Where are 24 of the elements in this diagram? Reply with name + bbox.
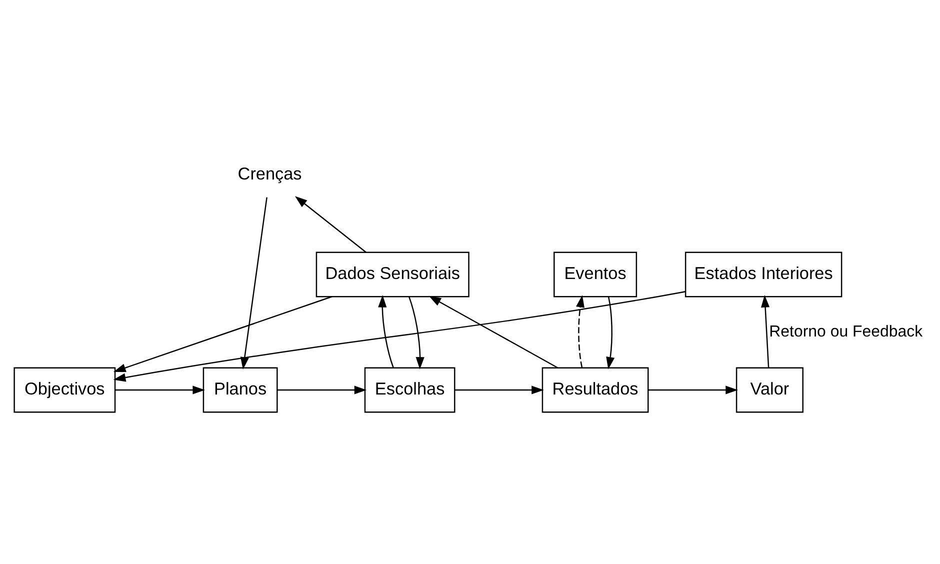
arrow: [115, 385, 205, 394]
arrow: [378, 294, 394, 368]
arrow: [454, 385, 544, 394]
arrow: [240, 196, 268, 369]
arrow: [606, 296, 615, 369]
arrow: [648, 385, 738, 394]
node-text: Crenças: [238, 163, 302, 184]
node-box: Estados Interiores: [684, 251, 842, 297]
node-box: Valor: [736, 366, 804, 412]
arrow: [113, 290, 686, 382]
arrow: [576, 294, 584, 368]
arrow: [428, 295, 558, 368]
node-box: Dados Sensoriais: [316, 251, 470, 297]
arrow: [294, 196, 366, 252]
arrow: [113, 296, 332, 372]
edge-label: Retorno ou Feedback: [769, 322, 923, 340]
node-box: Eventos: [554, 251, 638, 297]
node-box: Resultados: [542, 366, 649, 412]
arrow: [277, 385, 367, 394]
node-box: Planos: [202, 366, 278, 412]
node-box: Escolhas: [364, 366, 456, 412]
node-box: Objectivos: [14, 366, 116, 412]
arrow: [760, 294, 770, 368]
arrow: [408, 296, 424, 369]
